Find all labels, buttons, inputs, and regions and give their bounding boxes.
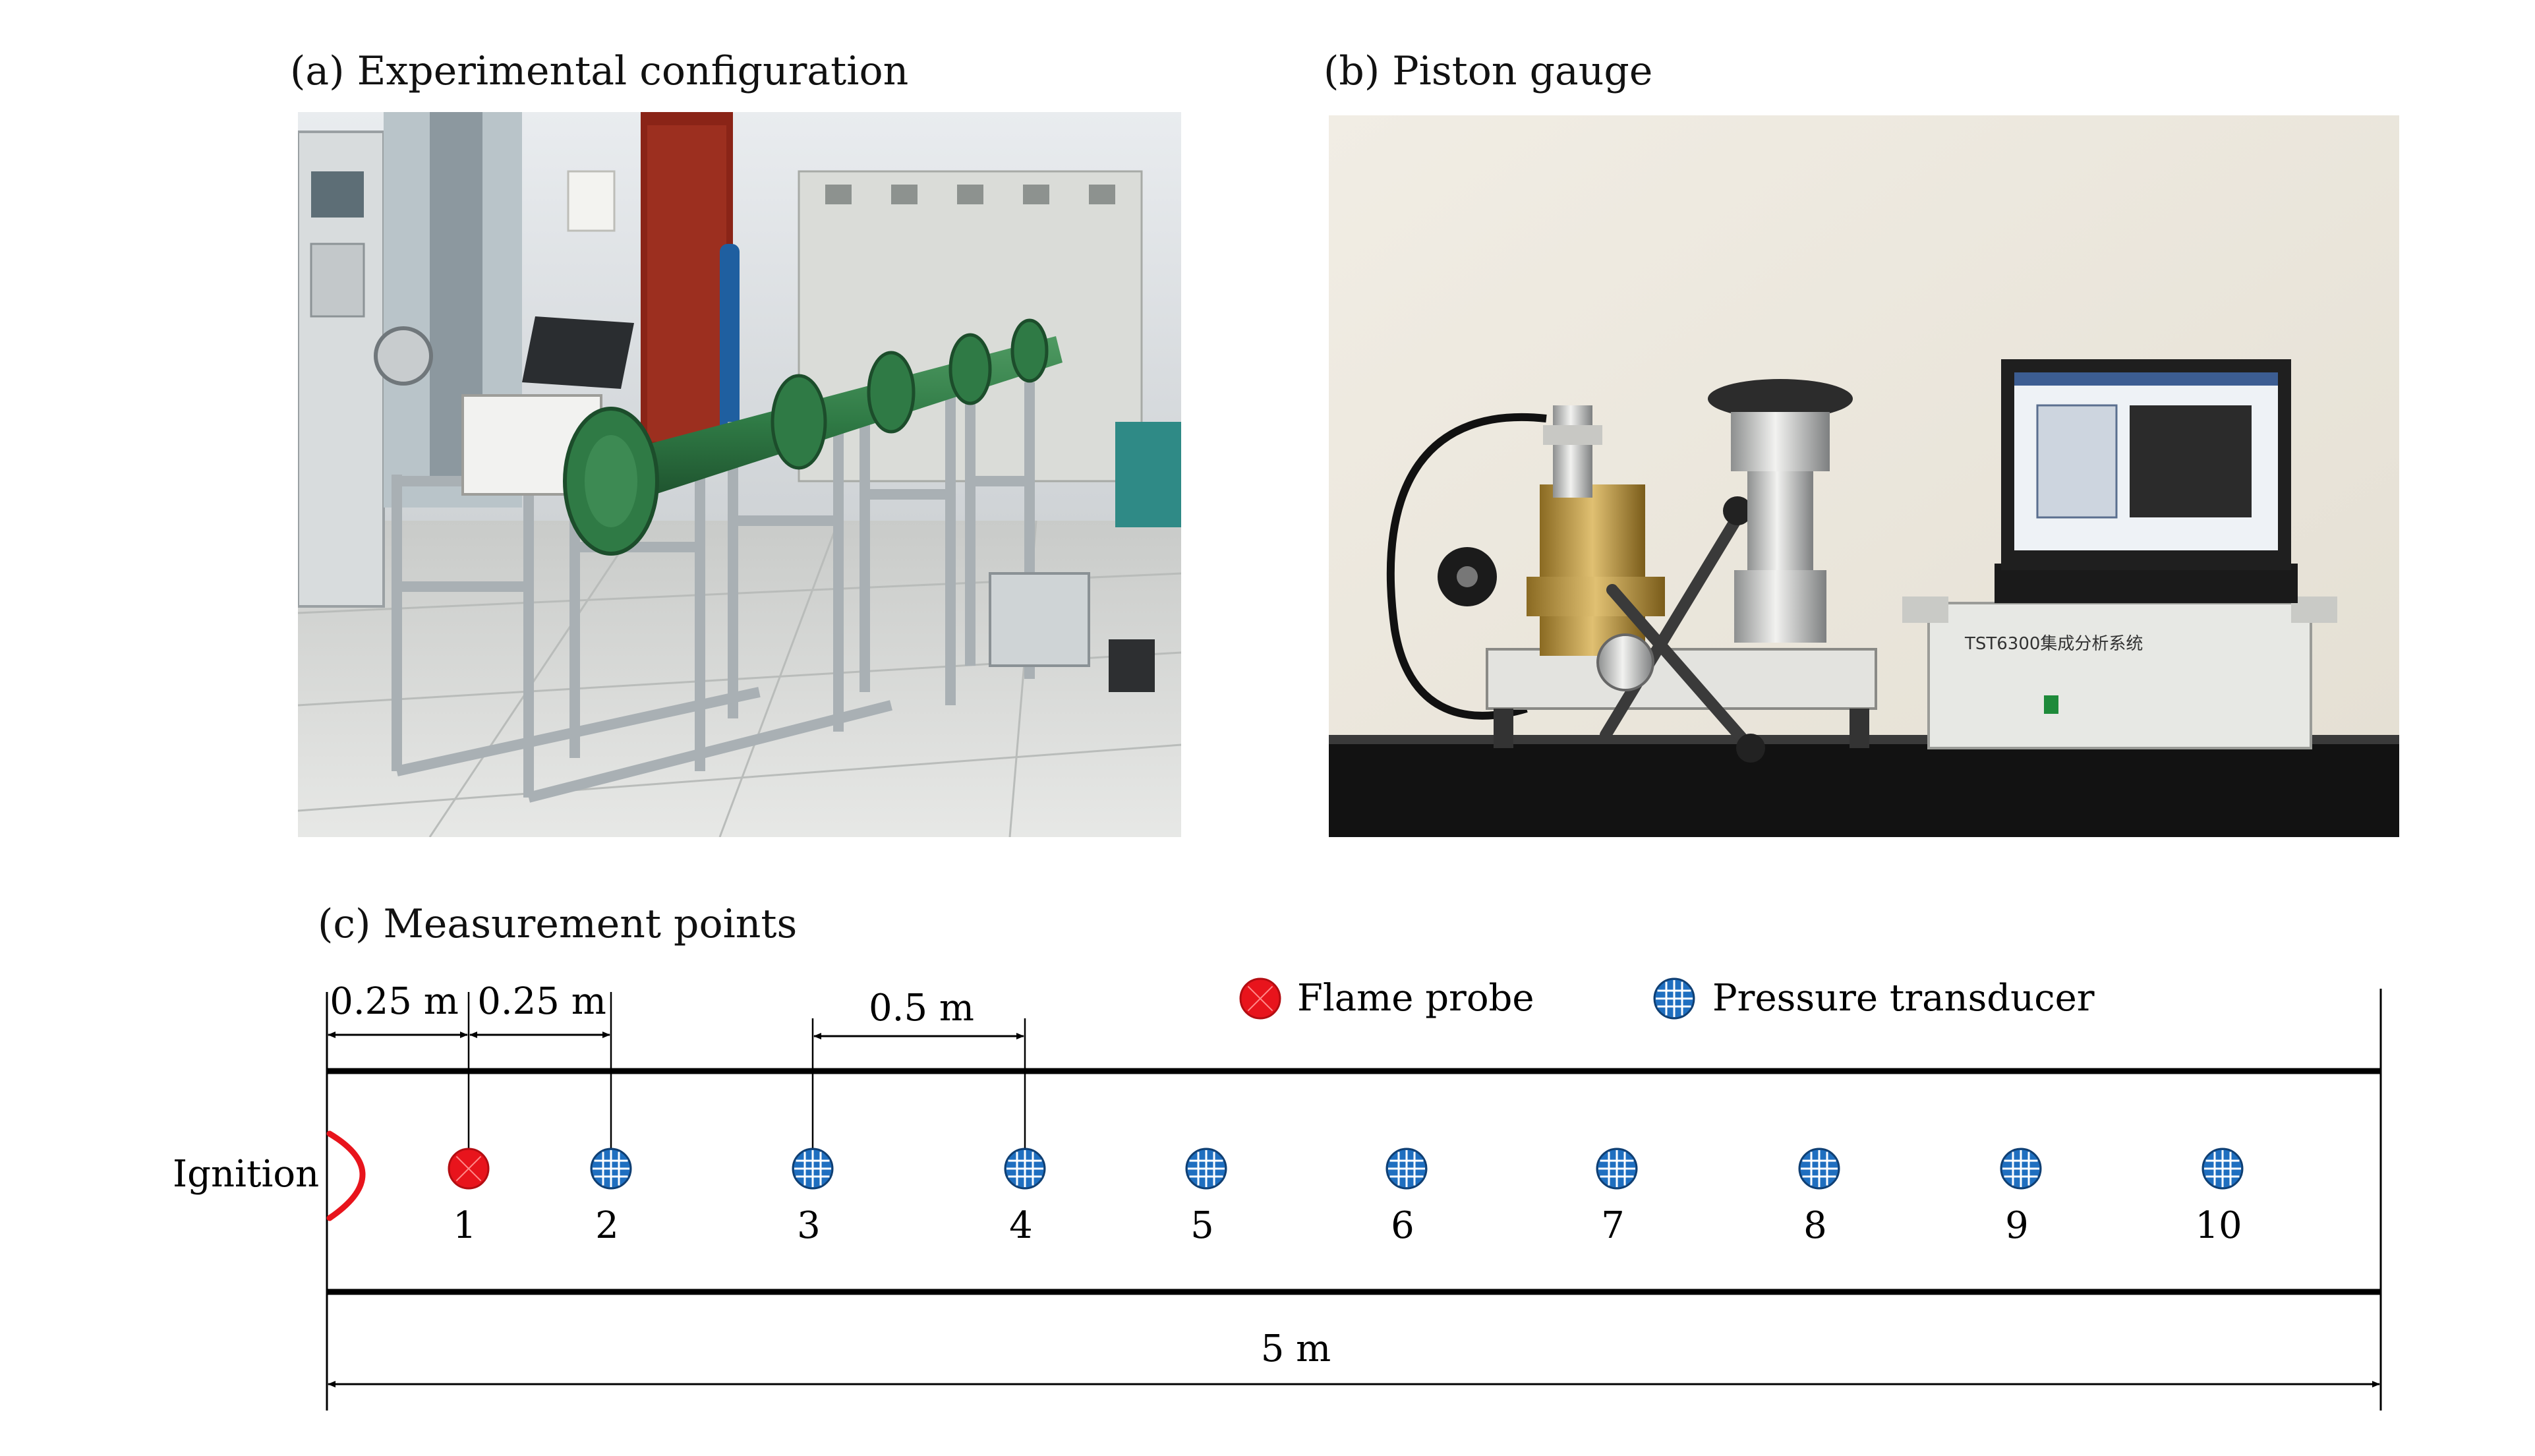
- legend-flame-probe-label: Flame probe: [1297, 977, 1534, 1020]
- measurement-points: 1 2 3 4 5 6 7 8 9 10: [448, 1148, 2244, 1247]
- pressure-transducer-icon: [1385, 1148, 1428, 1190]
- total-length-label: 5 m: [1261, 1327, 1331, 1370]
- point-label-6: 6: [1391, 1204, 1414, 1247]
- spacing-label-3: 0.5 m: [869, 987, 974, 1030]
- pressure-transducer-icon: [2000, 1148, 2042, 1190]
- pressure-transducer-icon: [1653, 977, 1695, 1020]
- pressure-transducer-icon: [1596, 1148, 1638, 1190]
- measurement-point-9: 9: [2000, 1148, 2042, 1247]
- measurement-point-10: 10: [2195, 1148, 2244, 1247]
- ignition-arc-icon: [326, 1130, 366, 1221]
- caption-a: (a) Experimental configuration: [290, 48, 909, 94]
- pressure-transducer-icon: [1185, 1148, 1227, 1190]
- pressure-transducer-icon: [1004, 1148, 1046, 1190]
- legend-pressure-transducer: Pressure transducer: [1653, 977, 2095, 1020]
- ignition-label: Ignition: [173, 1153, 319, 1196]
- measurement-point-8: 8: [1798, 1148, 1840, 1247]
- flame-probe-icon: [1239, 977, 1281, 1020]
- pressure-transducer-icon: [792, 1148, 834, 1190]
- legend-pressure-transducer-label: Pressure transducer: [1712, 977, 2095, 1020]
- pressure-transducer-icon: [1798, 1148, 1840, 1190]
- measurement-point-5: 5: [1185, 1148, 1227, 1247]
- photo-experimental-configuration: [298, 112, 1181, 837]
- point-label-9: 9: [2005, 1204, 2029, 1247]
- measurement-point-1: 1: [448, 1148, 490, 1247]
- flame-probe-icon: [448, 1148, 490, 1190]
- device-label: TST6300集成分析系统: [1964, 634, 2143, 654]
- measurement-point-2: 2: [590, 1148, 632, 1247]
- pressure-transducer-icon: [2201, 1148, 2244, 1190]
- point-label-7: 7: [1601, 1204, 1625, 1247]
- point-label-10: 10: [2195, 1204, 2242, 1247]
- caption-c: (c) Measurement points: [318, 901, 798, 947]
- caption-b: (b) Piston gauge: [1324, 48, 1653, 94]
- point-label-4: 4: [1009, 1204, 1033, 1247]
- measurement-point-4: 4: [1004, 1148, 1046, 1247]
- pressure-transducer-icon: [590, 1148, 632, 1190]
- photo-piston-gauge: TST6300集成分析系统: [1329, 115, 2399, 837]
- point-label-8: 8: [1803, 1204, 1827, 1247]
- measurement-point-6: 6: [1385, 1148, 1428, 1247]
- legend-flame-probe: Flame probe: [1239, 977, 1534, 1020]
- spacing-label-2: 0.25 m: [477, 980, 606, 1023]
- measurement-point-7: 7: [1596, 1148, 1638, 1247]
- point-label-3: 3: [797, 1204, 821, 1247]
- measurement-point-3: 3: [792, 1148, 834, 1247]
- point-label-5: 5: [1190, 1204, 1214, 1247]
- spacing-label-1: 0.25 m: [330, 980, 459, 1023]
- point-label-2: 2: [595, 1204, 619, 1247]
- point-label-1: 1: [453, 1204, 477, 1247]
